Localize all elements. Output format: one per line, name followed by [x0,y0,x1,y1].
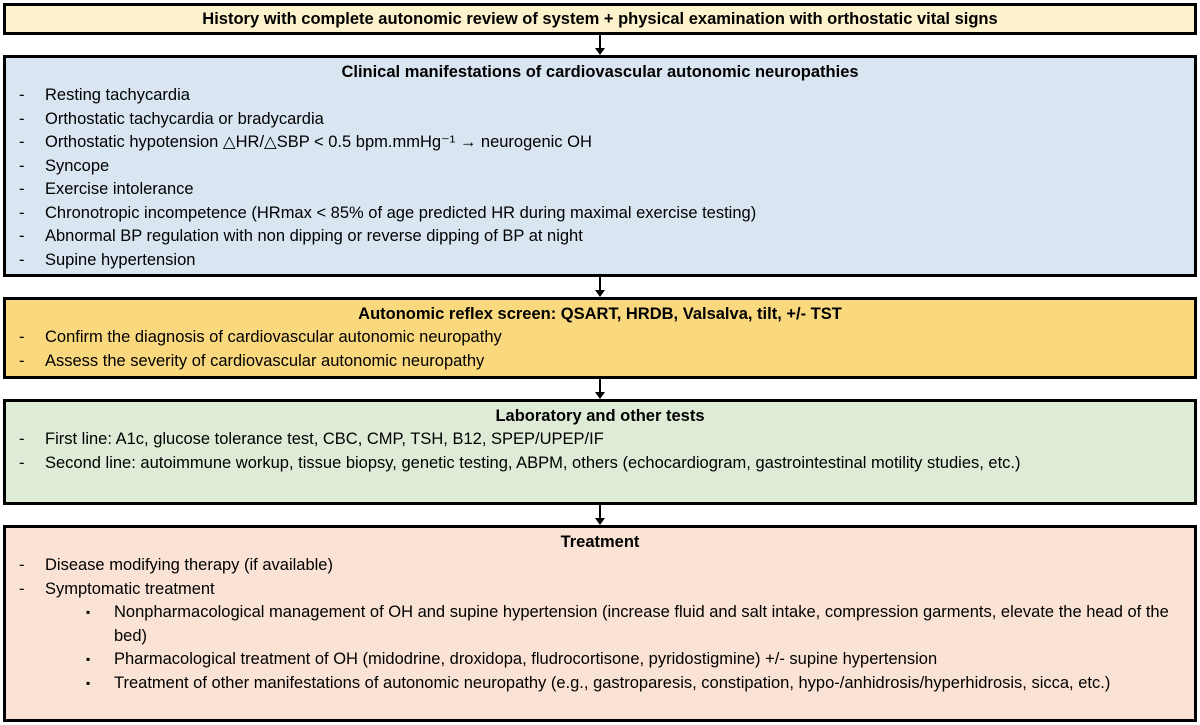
arrow-head [595,290,605,297]
dash-bullet: - [19,86,25,104]
square-bullet: ▪ [86,652,91,666]
list-item: - First line: A1c, glucose tolerance tes… [6,428,1194,452]
dash-bullet: - [19,430,25,448]
down-arrow-icon [3,35,1197,55]
box-title: Laboratory and other tests [495,407,705,425]
down-arrow-icon [3,379,1197,399]
list-item: - Supine hypertension [6,249,1194,273]
arrow-head [595,48,605,55]
arrow-shaft [599,379,601,392]
box-title: Treatment [560,533,640,551]
square-bullet: ▪ [86,675,91,690]
arrow-shaft [599,505,601,518]
list-item: - Syncope [6,155,1194,179]
down-arrow-icon [3,505,1197,525]
list-item: - Resting tachycardia [6,84,1194,108]
arrow-shaft [599,277,601,290]
list-item: - Chronotropic incompetence (HRmax < 85%… [6,202,1194,226]
dash-bullet: - [19,133,25,151]
list-item-text: Orthostatic hypotension △HR/△SBP < 0.5 b… [45,133,592,151]
list-item: - Symptomatic treatment [6,578,1194,602]
list-item-text: Confirm the diagnosis of cardiovascular … [45,328,502,346]
dash-bullet: - [19,227,25,245]
dash-bullet: - [19,556,25,574]
dash-bullet: - [19,453,25,472]
list-item-text: Syncope [45,156,110,175]
list-item-text: Symptomatic treatment [45,579,215,598]
list-item-text: Orthostatic tachycardia or bradycardia [45,109,324,128]
arrow-shaft [599,35,601,48]
list-item-text: Supine hypertension [45,250,196,269]
dash-bullet: - [19,203,25,222]
dash-bullet: - [19,351,25,370]
flow-box-laboratory-tests: Laboratory and other tests - First line:… [3,399,1197,505]
list-item: - Exercise intolerance [6,178,1194,202]
list-item-text: Disease modifying therapy (if available) [45,556,333,574]
list-item-text: Second line: autoimmune workup, tissue b… [45,453,1021,472]
list-item-text: Assess the severity of cardiovascular au… [45,351,485,370]
list-item-text: Resting tachycardia [45,86,190,104]
dash-bullet: - [19,250,25,269]
dash-bullet: - [19,156,25,175]
box-title: History with complete autonomic review o… [202,9,998,28]
list-item: ▪ Treatment of other manifestations of a… [6,672,1194,696]
arrow-head [595,392,605,399]
box-title: Clinical manifestations of cardiovascula… [341,63,859,81]
flow-box-autonomic-reflex-screen: Autonomic reflex screen: QSART, HRDB, Va… [3,297,1197,379]
list-item-text: Abnormal BP regulation with non dipping … [45,227,583,245]
list-item: - Abnormal BP regulation with non dippin… [6,225,1194,249]
list-item-text: Chronotropic incompetence (HRmax < 85% o… [45,203,757,222]
list-item: - Orthostatic hypotension △HR/△SBP < 0.5… [6,131,1194,155]
list-item-text: Pharmacological treatment of OH (midodri… [114,650,938,668]
square-bullet: ▪ [86,605,91,619]
list-item: - Second line: autoimmune workup, tissue… [6,452,1194,476]
flow-box-clinical-manifestations: Clinical manifestations of cardiovascula… [3,55,1197,277]
list-item-text: Treatment of other manifestations of aut… [114,673,1111,692]
flow-box-history: History with complete autonomic review o… [3,3,1197,35]
list-item: - Disease modifying therapy (if availabl… [6,554,1194,578]
list-item-text: Nonpharmacological management of OH and … [114,603,1169,645]
list-item-text: Exercise intolerance [45,180,194,198]
dash-bullet: - [19,180,25,198]
list-item-text: First line: A1c, glucose tolerance test,… [45,430,604,448]
list-item: ▪ Nonpharmacological management of OH an… [6,601,1194,648]
list-item: - Orthostatic tachycardia or bradycardia [6,108,1194,132]
list-item: - Assess the severity of cardiovascular … [6,350,1194,374]
list-item: - Confirm the diagnosis of cardiovascula… [6,326,1194,350]
dash-bullet: - [19,109,25,128]
flow-box-treatment: Treatment - Disease modifying therapy (i… [3,525,1197,722]
dash-bullet: - [19,328,25,346]
down-arrow-icon [3,277,1197,297]
box-title: Autonomic reflex screen: QSART, HRDB, Va… [358,305,842,323]
arrow-head [595,518,605,525]
list-item: ▪ Pharmacological treatment of OH (midod… [6,648,1194,672]
dash-bullet: - [19,579,25,598]
